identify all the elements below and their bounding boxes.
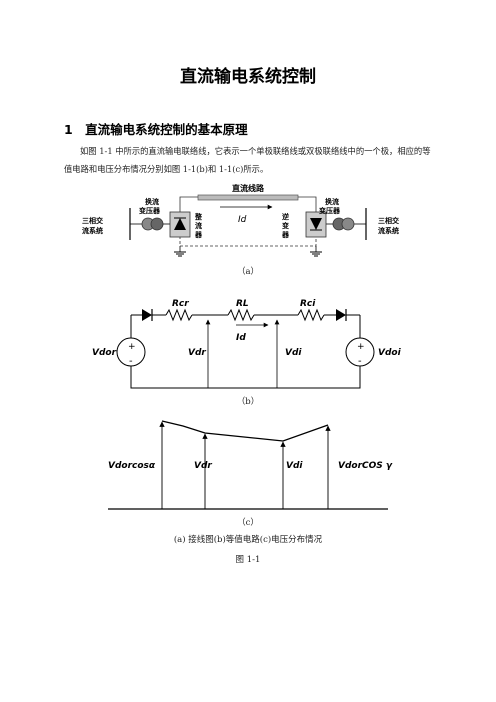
current-label: Id: [238, 215, 247, 225]
resistor-rcr: [165, 308, 193, 322]
label-vdi: Vdi: [285, 348, 302, 358]
source-vdor-icon: [116, 337, 146, 367]
source-vdor-plus: +: [128, 342, 136, 352]
left-transformer-label: 换流 变压器: [139, 197, 161, 215]
figure-caption: (a) 接线图(b)等值电路(c)电压分布情况: [173, 535, 323, 545]
rectifier-line-2: 流: [195, 221, 202, 230]
intro-paragraph: 如图 1-1 中所示的直流输电联络线，它表示一个单极联络线或双极联络线中的一个极…: [64, 146, 431, 174]
fig-c-voltage-profile: Vdorcosα Vdr Vdi VdorCOS γ: [108, 420, 393, 510]
rectifier-line-3: 器: [194, 230, 203, 239]
right-transformer-line-2: 变压器: [319, 206, 341, 215]
voltage-profile-line: [161, 420, 329, 442]
diode-left-icon: [142, 309, 152, 321]
label-v3: Vdi: [286, 461, 303, 471]
source-vdoi-minus: -: [358, 356, 362, 367]
label-rci: Rci: [300, 299, 316, 309]
left-system-line-2: 流系统: [82, 226, 103, 235]
page-title: 直流输电系统控制: [180, 67, 316, 87]
label-rcr: Rcr: [172, 299, 189, 309]
inverter-line-3: 器: [281, 230, 290, 239]
caption-a: （a）: [236, 267, 260, 277]
fig-a-schematic: 直流线路 Id: [82, 183, 401, 257]
diode-right-icon: [336, 309, 346, 321]
right-transformer-label: 换流 变压器: [319, 197, 341, 215]
right-transformer-line-1: 换流: [325, 197, 339, 206]
source-vdor-minus: -: [129, 356, 133, 367]
label-v2: Vdr: [194, 461, 212, 471]
rectifier-line-1: 整: [194, 212, 202, 221]
right-system-line-2: 流系统: [378, 226, 399, 235]
label-vdor: Vdor: [92, 348, 117, 358]
section-heading: 1 直流输电系统控制的基本原理: [64, 119, 248, 138]
dc-line-label: 直流线路: [232, 183, 265, 193]
left-transformer-line-1: 换流: [145, 197, 159, 206]
label-rl: RL: [236, 299, 249, 309]
left-transformer-line-2: 变压器: [139, 206, 161, 215]
source-vdoi-plus: +: [357, 342, 365, 352]
inverter-line-1: 逆: [282, 212, 290, 221]
left-system-label: 三相交 流系统: [82, 216, 105, 235]
figure-label: 图 1-1: [235, 555, 261, 565]
resistor-rl: [227, 308, 255, 322]
resistor-rci: [297, 308, 325, 322]
right-system-line-1: 三相交: [378, 216, 400, 225]
fig-b-equivalent-circuit: + - + - Rcr RL Rci Id Vdor Vdr Vdi Vdoi: [92, 299, 402, 389]
inverter-line-2: 变: [282, 221, 289, 230]
caption-b: （b）: [236, 397, 260, 407]
left-system-line-1: 三相交: [82, 216, 104, 225]
inverter-label: 逆 变 器: [281, 212, 291, 239]
label-v1: Vdorcosα: [108, 461, 156, 471]
dc-line: [197, 194, 299, 201]
right-system-label: 三相交 流系统: [378, 216, 401, 235]
rectifier-label: 整 流 器: [194, 212, 204, 239]
section-title: 直流输电系统控制的基本原理: [85, 122, 248, 137]
label-v4: VdorCOS γ: [338, 461, 393, 471]
label-vdr: Vdr: [188, 348, 206, 358]
source-vdoi-icon: [345, 337, 375, 367]
label-id: Id: [236, 333, 246, 343]
caption-c: （c）: [237, 518, 259, 528]
section-number: 1: [64, 122, 73, 137]
label-vdoi: Vdoi: [378, 348, 402, 358]
